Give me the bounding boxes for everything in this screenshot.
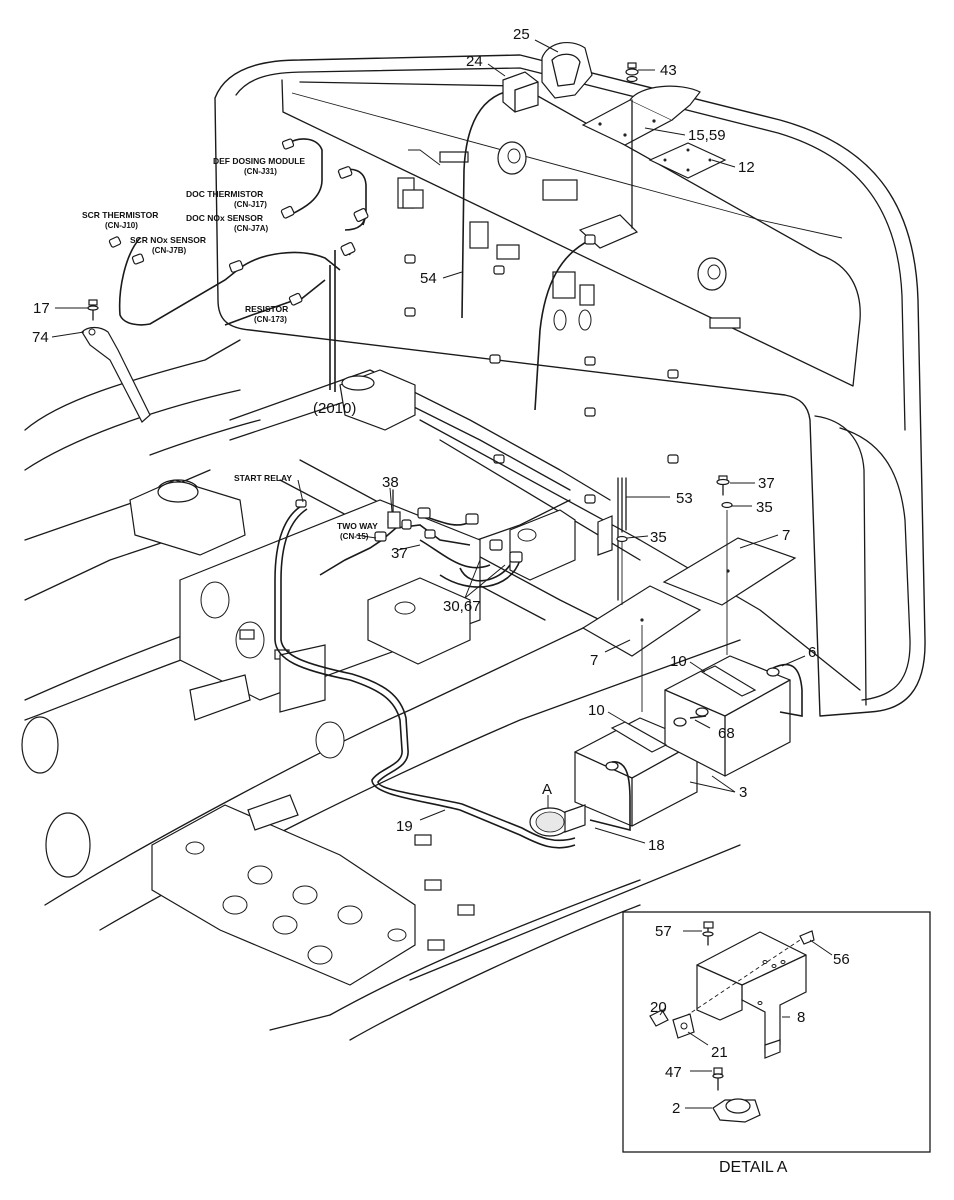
label-doc-thermistor: DOC THERMISTOR bbox=[186, 189, 263, 199]
callout-54: 54 bbox=[420, 270, 437, 287]
bolt-studs bbox=[404, 254, 679, 504]
callout-8: 8 bbox=[797, 1009, 805, 1026]
callout-57: 57 bbox=[655, 923, 672, 940]
battery-relay bbox=[529, 804, 586, 837]
callout-10-left: 10 bbox=[588, 702, 605, 719]
callout-A: A bbox=[542, 781, 552, 798]
callout-20: 20 bbox=[650, 999, 667, 1016]
callout-18: 18 bbox=[648, 837, 665, 854]
label-scr-nox-code: (CN-J7B) bbox=[152, 246, 187, 255]
leader-lines bbox=[51, 39, 806, 844]
callout-53: 53 bbox=[676, 490, 693, 507]
callout-15-59: 15,59 bbox=[688, 127, 726, 144]
wiring bbox=[118, 91, 591, 849]
callout-43: 43 bbox=[660, 62, 677, 79]
callout-12: 12 bbox=[738, 159, 755, 176]
label-resistor: RESISTOR bbox=[245, 304, 288, 314]
callout-56: 56 bbox=[833, 951, 850, 968]
detail-a-panel: 57 56 20 8 21 47 2 bbox=[622, 911, 931, 1153]
upper-frame bbox=[21, 339, 861, 1041]
hardware-38 bbox=[387, 489, 401, 529]
label-doc-thermistor-code: (CN-J17) bbox=[234, 200, 267, 209]
callout-47: 47 bbox=[665, 1064, 682, 1081]
callout-2: 2 bbox=[672, 1100, 680, 1117]
callout-68: 68 bbox=[718, 725, 735, 742]
callout-30-67: 30,67 bbox=[443, 598, 481, 615]
detail-a-title: DETAIL A bbox=[719, 1159, 788, 1176]
label-doc-nox-sensor: DOC NOx SENSOR bbox=[186, 213, 263, 223]
battery-assembly bbox=[574, 475, 803, 832]
callout-35-left: 35 bbox=[650, 529, 667, 546]
label-two-way: TWO WAY bbox=[337, 521, 378, 531]
callout-7-left: 7 bbox=[590, 652, 598, 669]
part-24-relay bbox=[502, 71, 539, 113]
label-doc-nox-code: (CN-J7A) bbox=[234, 224, 269, 233]
counterweight-body bbox=[214, 54, 926, 717]
callout-74: 74 bbox=[32, 329, 49, 346]
callout-3: 3 bbox=[739, 784, 747, 801]
part-74-bracket bbox=[81, 299, 151, 423]
callout-7-right: 7 bbox=[782, 527, 790, 544]
callout-25: 25 bbox=[513, 26, 530, 43]
callout-19: 19 bbox=[396, 818, 413, 835]
label-def-dosing-code: (CN-J31) bbox=[244, 167, 277, 176]
callout-17: 17 bbox=[33, 300, 50, 317]
callout-labels: 25 24 43 15,59 12 54 17 74 (2010) 38 37 … bbox=[32, 26, 816, 854]
callout-10-right: 10 bbox=[670, 653, 687, 670]
callout-37-left: 37 bbox=[391, 545, 408, 562]
label-scr-thermistor: SCR THERMISTOR bbox=[82, 210, 158, 220]
part-12-plate bbox=[648, 142, 727, 179]
callout-24: 24 bbox=[466, 53, 483, 70]
callout-21: 21 bbox=[711, 1044, 728, 1061]
connector-labels: DEF DOSING MODULE (CN-J31) DOC THERMISTO… bbox=[82, 156, 378, 541]
label-scr-nox-sensor: SCR NOx SENSOR bbox=[130, 235, 206, 245]
callout-35-right: 35 bbox=[756, 499, 773, 516]
label-scr-thermistor-code: (CN-J10) bbox=[105, 221, 138, 230]
callout-37-right: 37 bbox=[758, 475, 775, 492]
part-25-cover bbox=[541, 41, 593, 99]
callout-6: 6 bbox=[808, 644, 816, 661]
label-resistor-code: (CN-173) bbox=[254, 315, 287, 324]
callout-38: 38 bbox=[382, 474, 399, 491]
part-15-59-bracket bbox=[581, 62, 701, 229]
label-def-dosing-module: DEF DOSING MODULE bbox=[213, 156, 305, 166]
callout-2010: (2010) bbox=[313, 400, 356, 417]
label-two-way-code: (CN-15) bbox=[340, 532, 369, 541]
label-start-relay: START RELAY bbox=[234, 473, 292, 483]
